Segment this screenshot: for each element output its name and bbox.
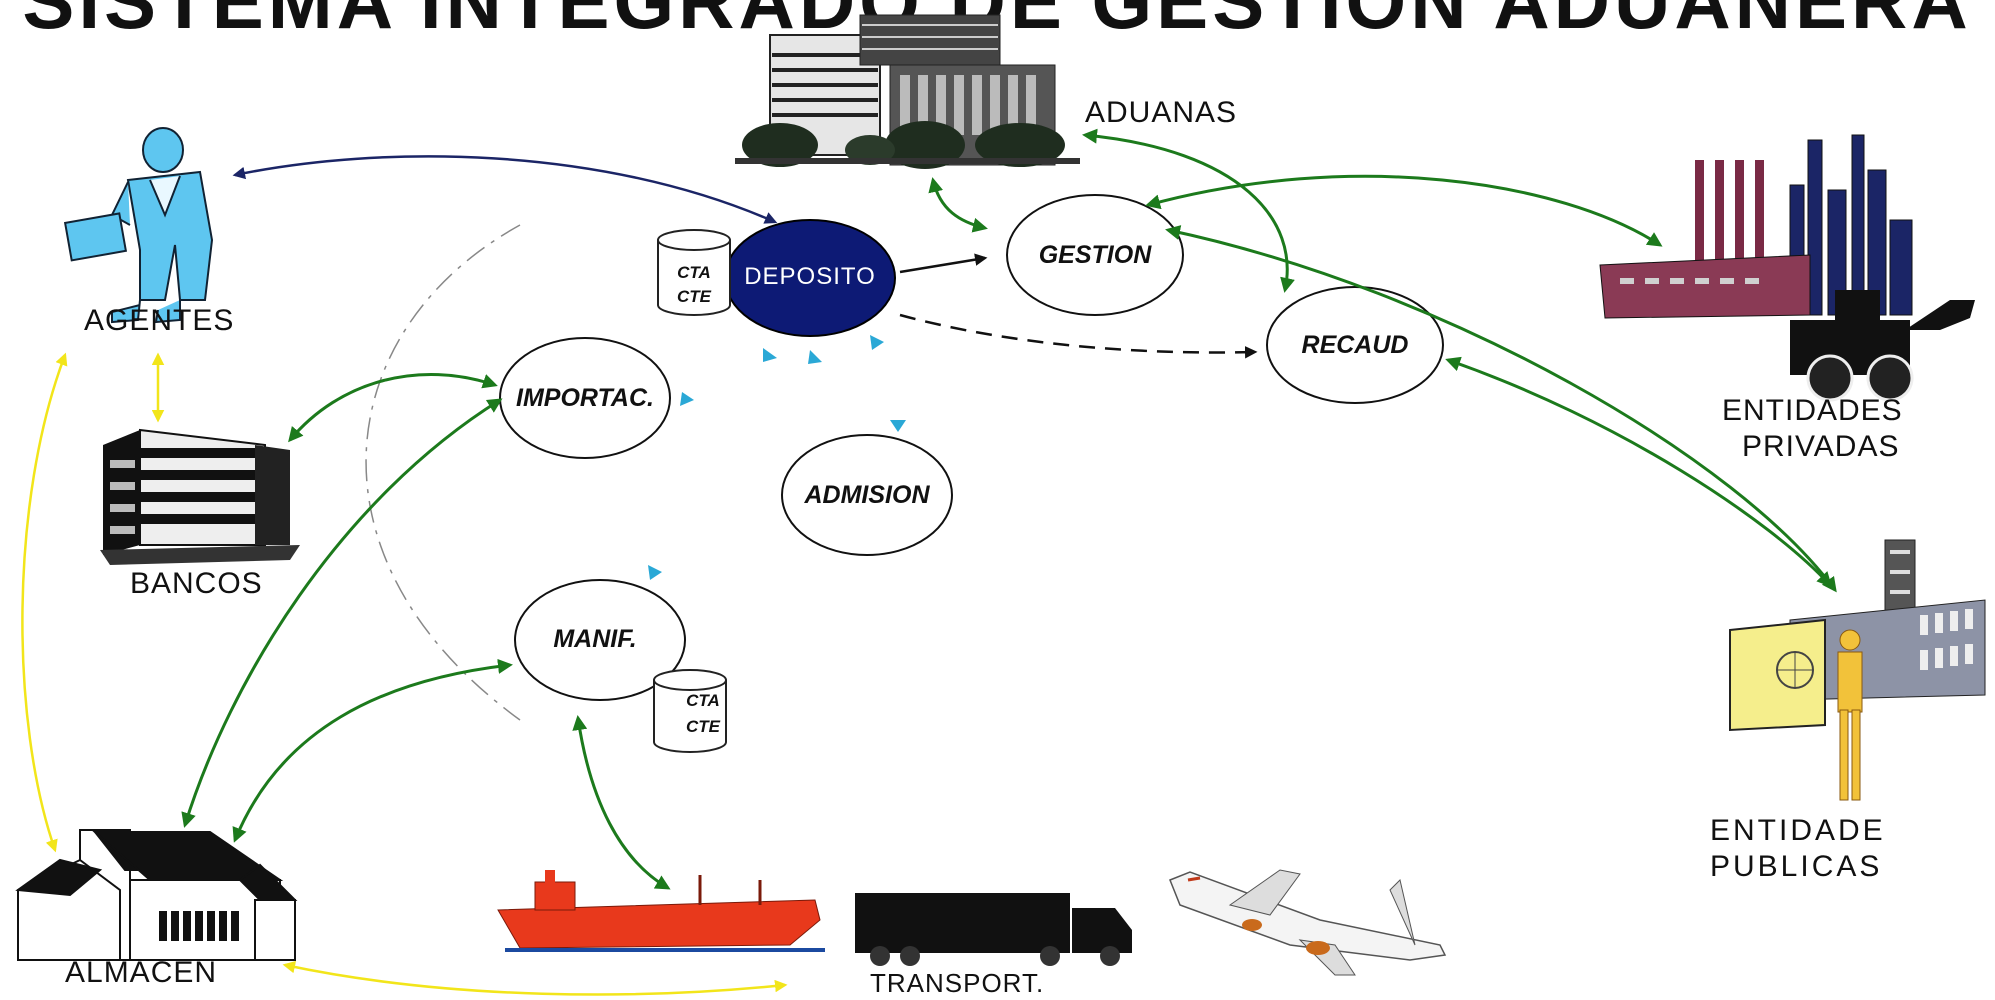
node-recaud-label: RECAUD — [1302, 331, 1409, 359]
node-gestion[interactable]: GESTION — [1006, 194, 1184, 316]
marker-triangle — [808, 350, 822, 364]
public-building-icon — [1729, 539, 1986, 801]
node-manif-label: MANIF. — [553, 625, 636, 653]
label-bancos: BANCOS — [130, 567, 263, 600]
store-cylinder-deposito: CTA CTE — [657, 229, 731, 316]
store-cte-label-2: CTE — [686, 717, 721, 736]
label-publicas-line1: ENTIDADE — [1710, 814, 1886, 847]
flow-importac-almacen — [181, 398, 503, 828]
ship-icon — [497, 870, 825, 952]
node-admision-label: ADMISION — [804, 481, 931, 509]
flow-almacen-transport — [282, 960, 788, 996]
flow-deposito-agentes — [232, 155, 778, 224]
flow-deposito-recaud — [899, 313, 1258, 359]
flow-manif-almacen — [232, 658, 513, 843]
store-cta-label: CTA — [677, 263, 711, 282]
store-cte-label: CTE — [677, 287, 712, 306]
label-privadas-line1: ENTIDADES — [1722, 394, 1903, 427]
agent-person-icon — [63, 127, 214, 324]
node-gestion-label: GESTION — [1039, 241, 1152, 269]
node-admision[interactable]: ADMISION — [781, 434, 953, 556]
vault-icon — [1729, 618, 1826, 732]
store-cylinder-manif: CTA CTE — [653, 669, 727, 753]
warehouse-icon — [15, 829, 298, 961]
flow-aduanas-gestion — [928, 177, 988, 233]
node-importac[interactable]: IMPORTAC. — [499, 337, 671, 459]
store-cta-label-2: CTA — [686, 691, 720, 710]
marker-triangle — [890, 420, 906, 432]
bank-building-icon — [100, 428, 300, 565]
flow-importac-bancos — [288, 373, 498, 443]
label-aduanas: ADUANAS — [1085, 96, 1237, 129]
node-importac-label: IMPORTAC. — [516, 384, 654, 412]
label-publicas-line2: PUBLICAS — [1710, 850, 1882, 883]
system-boundary-arc — [365, 224, 521, 721]
node-deposito[interactable]: DEPOSITO — [724, 219, 896, 337]
node-manif[interactable]: MANIF. — [514, 579, 686, 701]
label-almacen: ALMACEN — [65, 956, 217, 989]
label-privadas-line2: PRIVADAS — [1742, 430, 1900, 463]
node-recaud[interactable]: RECAUD — [1266, 286, 1444, 404]
official-person-icon — [1837, 629, 1863, 801]
label-agentes: AGENTES — [84, 304, 234, 337]
marker-triangle — [870, 335, 884, 350]
industry-icon — [1599, 134, 1975, 402]
customs-building-icon — [735, 14, 1080, 169]
flow-deposito-gestion — [899, 253, 988, 274]
flow-recaud-publicas — [1445, 356, 1833, 588]
airplane-icon — [1169, 869, 1447, 976]
flow-agentes-almacen — [21, 352, 68, 853]
truck-icon — [855, 893, 1132, 966]
flow-manif-transport — [572, 715, 671, 890]
marker-triangle — [680, 392, 694, 406]
flow-gestion-privadas — [1145, 174, 1663, 247]
marker-triangle — [648, 565, 662, 580]
flow-markers — [648, 335, 906, 580]
node-deposito-label: DEPOSITO — [744, 263, 876, 290]
marker-triangle — [763, 348, 777, 362]
label-transport: TRANSPORT. — [870, 968, 1044, 998]
